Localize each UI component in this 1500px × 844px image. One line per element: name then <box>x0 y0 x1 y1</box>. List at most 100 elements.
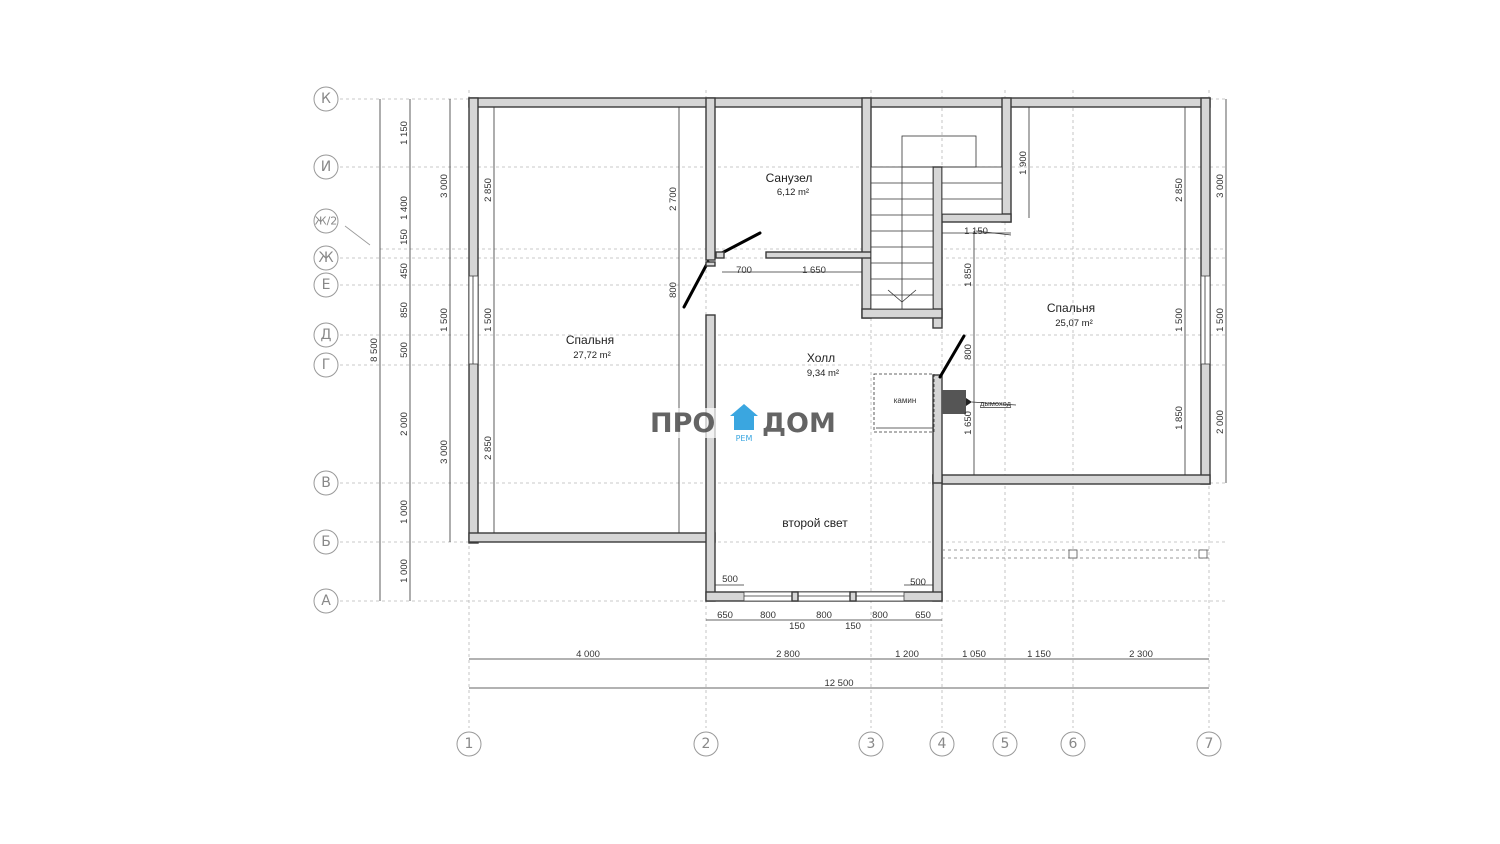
bay-dimensions: 500 500 650 800 800 800 650 150 150 <box>706 574 942 632</box>
dim-reveal: 500 <box>722 574 738 585</box>
dim-bottom: 1 200 <box>895 649 919 660</box>
watermark-text-left: ПРО <box>650 408 715 439</box>
axis-marker-row: Б <box>313 529 339 555</box>
axis-label: А <box>321 593 331 609</box>
dim-interior: 1 850 <box>963 263 974 287</box>
axis-label: 7 <box>1205 736 1214 752</box>
dim-left: 450 <box>399 263 410 279</box>
dim-window: 800 <box>872 610 888 621</box>
axis-marker-col: 7 <box>1196 731 1222 757</box>
axis-marker-row: А <box>313 588 339 614</box>
dim-window: 800 <box>760 610 776 621</box>
axis-label: Е <box>322 277 331 293</box>
dim-mullion: 150 <box>789 621 805 632</box>
axis-marker-row: Г <box>313 352 339 378</box>
room-name: Санузел <box>766 171 813 185</box>
left-dimensions: 8 500 1 150 1 400 150 450 850 500 2 000 … <box>369 99 494 601</box>
dim-interior: 1 650 <box>802 265 826 276</box>
axis-marker-col: 5 <box>992 731 1018 757</box>
dim-bottom: 1 050 <box>962 649 986 660</box>
dim-mullion: 150 <box>845 621 861 632</box>
dim-left: 3 000 <box>439 440 450 464</box>
dim-right: 1 500 <box>1215 308 1226 332</box>
room-labels: Спальня 27,72 m² Санузел 6,12 m² Холл 9,… <box>566 171 1095 530</box>
windows <box>468 275 1211 602</box>
axis-label: К <box>321 91 331 107</box>
dim-left: 2 000 <box>399 412 410 436</box>
axis-label: 4 <box>938 736 947 752</box>
room-name: Спальня <box>1047 301 1095 315</box>
dim-left: 2 850 <box>483 436 494 460</box>
room-area: 27,72 m² <box>573 350 611 361</box>
dim-interior: 700 <box>736 265 752 276</box>
axis-marker-row: Ж <box>313 245 339 271</box>
dim-left: 150 <box>399 229 410 245</box>
dim-left: 3 000 <box>439 174 450 198</box>
room-area: 25,07 m² <box>1055 318 1093 329</box>
dim-interior: 1 650 <box>963 411 974 435</box>
dim-interior: 2 700 <box>668 187 679 211</box>
dim-bottom: 2 800 <box>776 649 800 660</box>
fireplace-label: камин <box>894 396 917 405</box>
dim-left: 1 150 <box>399 121 410 145</box>
dim-reveal: 500 <box>910 577 926 588</box>
terrace-outline <box>942 549 1209 559</box>
dim-right: 1 500 <box>1174 308 1185 332</box>
dim-left: 1 000 <box>399 559 410 583</box>
dim-right: 2 000 <box>1215 410 1226 434</box>
axis-label: Б <box>321 534 331 550</box>
right-dimensions: 3 000 1 500 2 000 2 850 1 500 1 850 <box>1174 99 1227 483</box>
axis-label: Ж <box>318 250 333 266</box>
dim-left: 1 000 <box>399 500 410 524</box>
axis-label: В <box>321 475 331 491</box>
chimney-label: дымоход <box>980 399 1012 408</box>
axis-marker-row: Е <box>313 272 339 298</box>
dim-window: 800 <box>816 610 832 621</box>
axis-label: И <box>321 159 331 175</box>
axis-marker-row: К <box>313 86 339 112</box>
room-name: Холл <box>807 351 835 365</box>
dim-interior: 800 <box>668 282 679 298</box>
axis-label: 5 <box>1001 736 1010 752</box>
room-area: 6,12 m² <box>777 187 809 198</box>
axis-marker-col: 4 <box>929 731 955 757</box>
dim-left-outer: 8 500 <box>369 338 380 362</box>
bottom-dimensions: 4 000 2 800 1 200 1 050 1 150 2 300 12 5… <box>469 649 1209 689</box>
room-name: второй свет <box>782 516 848 530</box>
staircase <box>870 135 1003 310</box>
dim-interior: 1 900 <box>1018 151 1029 175</box>
axis-label: 3 <box>867 736 876 752</box>
axis-marker-col: 1 <box>456 731 482 757</box>
axis-marker-row: Ж/2 <box>313 208 339 234</box>
room-area: 9,34 m² <box>807 368 839 379</box>
dim-left: 1 500 <box>483 308 494 332</box>
interior-dimensions: 2 700 800 700 1 650 1 900 1 150 1 850 80… <box>493 107 1186 533</box>
watermark-sub: РЕМ <box>736 434 753 443</box>
dim-total: 12 500 <box>824 678 853 689</box>
axis-marker-row: В <box>313 470 339 496</box>
doors <box>682 231 966 379</box>
dim-bottom: 1 150 <box>1027 649 1051 660</box>
axis-marker-row: Д <box>313 322 339 348</box>
watermark-text-right: ДОМ <box>762 408 836 439</box>
fireplace: камин дымоход <box>873 373 1017 433</box>
dim-interior: 800 <box>963 344 974 360</box>
column-axis-markers: 1 2 3 4 5 6 7 <box>456 731 1222 757</box>
watermark-logo: ПРО ДОМ РЕМ <box>648 404 848 443</box>
dim-bottom: 2 300 <box>1129 649 1153 660</box>
axis-label: 2 <box>702 736 711 752</box>
dim-left: 1 500 <box>439 308 450 332</box>
dim-interior: 1 150 <box>964 226 988 237</box>
dim-left: 2 850 <box>483 178 494 202</box>
axis-marker-col: 2 <box>693 731 719 757</box>
dim-left: 500 <box>399 342 410 358</box>
dim-right: 1 850 <box>1174 406 1185 430</box>
axis-label: Д <box>321 327 332 343</box>
dim-left: 1 400 <box>399 196 410 220</box>
axis-label: Ж/2 <box>315 215 338 228</box>
axis-marker-col: 3 <box>858 731 884 757</box>
dim-left: 850 <box>399 302 410 318</box>
house-icon <box>730 404 758 430</box>
row-axis-markers: К И Ж/2 Ж Е Д Г В Б А <box>313 86 339 614</box>
